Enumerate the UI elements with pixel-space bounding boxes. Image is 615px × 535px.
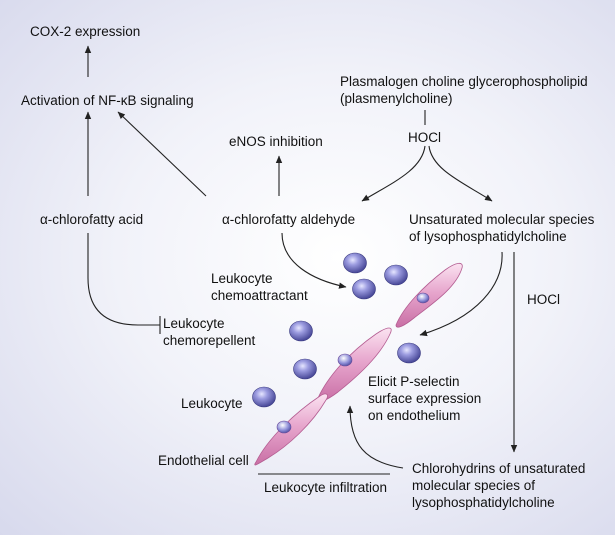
arrow-unsaturated-to-cells: [419, 251, 503, 337]
hocl-right-label: HOCl: [527, 292, 560, 307]
endothelial-cell-3: [254, 393, 328, 466]
nfkb-activation-label: Activation of NF-κB signaling: [21, 93, 194, 108]
hocl-top-label: HOCl: [408, 130, 441, 145]
leukocyte-4: [289, 320, 313, 342]
leukocyte-infiltration-label: Leukocyte infiltration: [264, 480, 388, 495]
endothelial-cell-label: Endothelial cell: [158, 453, 249, 468]
arrow-chlorohydrins-to-endothelium: [346, 405, 404, 469]
leukocyte-3: [352, 278, 376, 300]
plasmalogen-label: Plasmalogen choline glycerophospholipid …: [340, 74, 588, 106]
endothelial-cells: [254, 262, 463, 466]
p-selectin-label: Elicit P-selectin surface expression on …: [368, 374, 482, 423]
inhibition-acid-to-chemorepellent: [87, 233, 160, 326]
arrow-hocl-to-unsaturated: [428, 145, 493, 202]
endothelial-cell-1: [395, 262, 463, 328]
cox2-expression-label: COX-2 expression: [30, 24, 141, 39]
chlorofatty-acid-label: α-chlorofatty acid: [40, 212, 144, 227]
chlorofatty-aldehyde-label: α-chlorofatty aldehyde: [222, 212, 356, 227]
arrow-aldehyde-to-nfkb: [117, 111, 207, 197]
leukocyte-label: Leukocyte: [181, 396, 243, 411]
arrow-aldehyde-to-chemoattractant: [281, 232, 347, 289]
enos-inhibition-label: eNOS inhibition: [229, 134, 323, 149]
arrow-hocl-to-aldehyde: [361, 145, 426, 202]
leukocyte-5: [397, 342, 421, 364]
unsaturated-lysopc-label: Unsaturated molecular species of lysopho…: [409, 212, 595, 244]
leukocyte-2: [384, 264, 408, 286]
leukocyte-chemorepellent-label: Leukocyte chemorepellent: [163, 316, 256, 348]
chlorohydrins-label: Chlorohydrins of unsaturated molecular s…: [412, 461, 586, 510]
leukocyte-1: [343, 252, 367, 274]
leukocyte-chemoattractant-label: Leukocyte chemoattractant: [211, 271, 308, 303]
leukocyte-cells: [252, 252, 421, 408]
leukocyte-7: [252, 386, 276, 408]
leukocyte-6: [293, 358, 317, 380]
